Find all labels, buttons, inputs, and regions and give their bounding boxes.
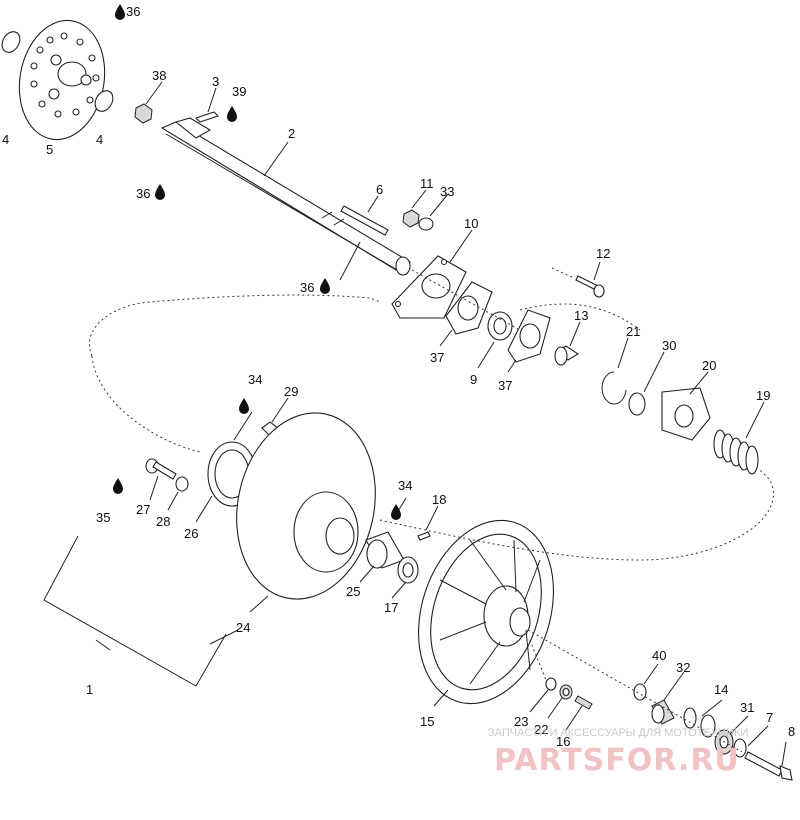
brake-disc-part bbox=[18, 19, 106, 141]
label-36-shaft: 36 bbox=[300, 280, 314, 295]
oil-drop-icon bbox=[113, 4, 401, 520]
label-12: 12 bbox=[596, 246, 610, 261]
label-38: 38 bbox=[152, 68, 166, 83]
label-7: 7 bbox=[766, 710, 773, 725]
label-23: 23 bbox=[514, 714, 528, 729]
label-17: 17 bbox=[384, 600, 398, 615]
bushing-13-part bbox=[554, 345, 580, 366]
label-36-splines: 36 bbox=[136, 186, 150, 201]
label-40: 40 bbox=[652, 648, 666, 663]
sliding-sheave-15-part bbox=[418, 519, 554, 705]
washer-17-part bbox=[397, 556, 419, 584]
label-31: 31 bbox=[740, 700, 754, 715]
part-labels: 1 2 3 4 4 5 6 7 8 9 10 11 12 13 14 15 16… bbox=[2, 4, 795, 749]
label-18: 18 bbox=[432, 492, 446, 507]
flange-left-37-part bbox=[445, 281, 493, 335]
label-24: 24 bbox=[236, 620, 250, 635]
label-29: 29 bbox=[284, 384, 298, 399]
watermark-caption: ЗАПЧАСТИ И АКСЕССУАРЫ ДЛЯ МОТОТЕХНИКИ bbox=[488, 727, 748, 739]
label-4-left: 4 bbox=[2, 132, 9, 147]
pin-6-part bbox=[340, 205, 389, 236]
bolt-12-part bbox=[575, 275, 605, 298]
washer-23-part bbox=[545, 677, 557, 691]
axis-line-bolt-8 bbox=[527, 629, 743, 753]
assembly-bracket-1 bbox=[43, 535, 239, 687]
label-34-top: 34 bbox=[248, 372, 262, 387]
label-25: 25 bbox=[346, 584, 360, 599]
label-22: 22 bbox=[534, 722, 548, 737]
label-1: 1 bbox=[86, 682, 93, 697]
label-30: 30 bbox=[662, 338, 676, 353]
label-19: 19 bbox=[756, 388, 770, 403]
label-39: 39 bbox=[232, 84, 246, 99]
bushing-25-part bbox=[365, 531, 405, 569]
nut-11-part bbox=[402, 209, 420, 228]
o-ring-right-part bbox=[94, 90, 114, 112]
bolt-8-part bbox=[744, 751, 793, 781]
nut-22-part bbox=[559, 684, 573, 700]
washer-14b-part bbox=[700, 714, 716, 738]
washer-33-part bbox=[418, 217, 434, 231]
label-16: 16 bbox=[556, 734, 570, 749]
label-4-right: 4 bbox=[96, 132, 103, 147]
key-18-part bbox=[417, 531, 431, 541]
label-37-right: 37 bbox=[498, 378, 512, 393]
washer-30-part bbox=[628, 392, 646, 416]
label-33: 33 bbox=[440, 184, 454, 199]
label-28: 28 bbox=[156, 514, 170, 529]
label-20: 20 bbox=[702, 358, 716, 373]
bearing-9-part bbox=[487, 311, 513, 341]
washer-40-part bbox=[633, 683, 647, 701]
label-8: 8 bbox=[788, 724, 795, 739]
bearing-plate-10-part bbox=[391, 255, 467, 319]
jackshaft-part bbox=[160, 117, 412, 276]
spacer-32-part bbox=[651, 699, 675, 725]
screw-16-part bbox=[574, 695, 593, 710]
label-13: 13 bbox=[574, 308, 588, 323]
axis-line-screw-16 bbox=[529, 639, 547, 681]
label-11: 11 bbox=[420, 176, 434, 191]
washer-14a-part bbox=[683, 707, 697, 729]
screw-27-part bbox=[145, 458, 177, 480]
washer-28-part bbox=[175, 476, 189, 492]
label-10: 10 bbox=[464, 216, 478, 231]
label-36-disc: 36 bbox=[126, 4, 140, 19]
label-2: 2 bbox=[288, 126, 295, 141]
label-21: 21 bbox=[626, 324, 640, 339]
label-37-left: 37 bbox=[430, 350, 444, 365]
axis-line-bolt-12 bbox=[551, 267, 575, 279]
label-34-middle: 34 bbox=[398, 478, 412, 493]
watermark-logo: PARTSFOR.RU bbox=[494, 743, 740, 778]
label-27: 27 bbox=[136, 502, 150, 517]
label-26: 26 bbox=[184, 526, 198, 541]
key-3-part bbox=[194, 111, 220, 123]
nut-38-part bbox=[134, 103, 153, 124]
watermark: ЗАПЧАСТИ И АКСЕССУАРЫ ДЛЯ МОТОТЕХНИКИ PA… bbox=[488, 727, 748, 778]
label-6: 6 bbox=[376, 182, 383, 197]
label-3: 3 bbox=[212, 74, 219, 89]
label-14: 14 bbox=[714, 682, 728, 697]
spring-19-part bbox=[713, 429, 759, 475]
o-ring-left-part bbox=[1, 31, 21, 53]
washer-7-part bbox=[733, 738, 747, 758]
cam-20-part bbox=[661, 387, 711, 441]
leader-lines bbox=[145, 81, 787, 767]
label-32: 32 bbox=[676, 660, 690, 675]
label-5: 5 bbox=[46, 142, 53, 157]
label-15: 15 bbox=[420, 714, 434, 729]
label-35: 35 bbox=[96, 510, 110, 525]
fixed-sheave-24-part bbox=[236, 412, 376, 600]
label-9: 9 bbox=[470, 372, 477, 387]
axis-line-jackshaft bbox=[411, 269, 521, 331]
circlip-21-part bbox=[601, 371, 627, 405]
flange-right-37-part bbox=[507, 309, 551, 363]
